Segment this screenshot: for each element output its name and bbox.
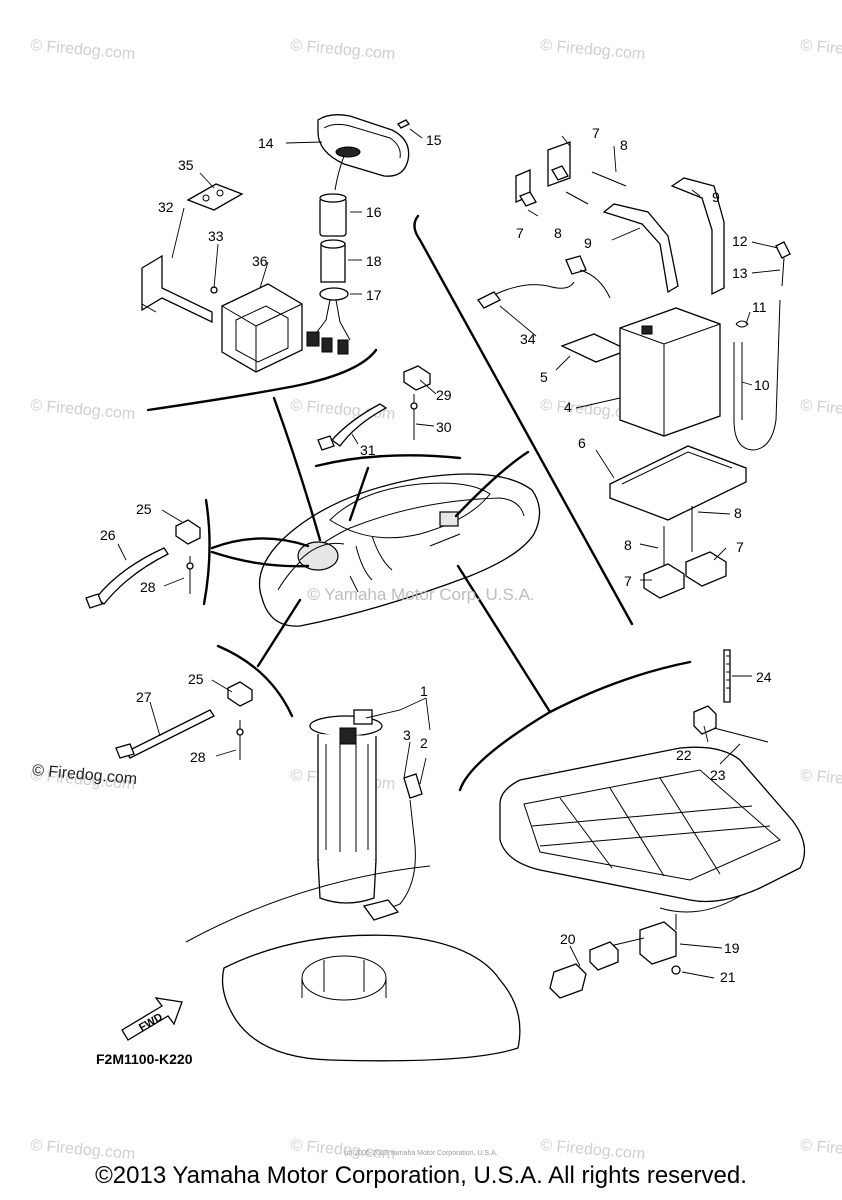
callout-11: 11: [752, 299, 767, 315]
callout-15: 15: [426, 132, 442, 148]
meter-unit-group: [141, 114, 410, 412]
callout-labels: 1 2 3 4 5 6 7 7 7 7 8 8 8 8 9 9 10 11 12…: [100, 125, 772, 1034]
fastener-group-25-28: [85, 519, 201, 609]
callout-31: 31: [360, 442, 376, 458]
callout-7d: 7: [624, 573, 632, 589]
callout-22: 22: [676, 747, 692, 763]
callout-4: 4: [564, 399, 572, 415]
watermark-text: © Firedog.com: [800, 767, 842, 793]
watermark-text: © Firedog.com: [540, 37, 646, 63]
callout-30: 30: [436, 419, 452, 435]
connection-lines: [202, 396, 552, 714]
callout-8b: 8: [554, 225, 562, 241]
callout-9a: 9: [712, 189, 720, 205]
callout-3: 3: [403, 727, 411, 743]
leader-lines: [117, 128, 781, 979]
callout-8a: 8: [620, 137, 628, 153]
callout-33: 33: [208, 228, 224, 244]
callout-8d: 8: [624, 537, 632, 553]
callout-25b: 25: [188, 671, 204, 687]
callout-17: 17: [366, 287, 382, 303]
fastener-group-lower: [115, 644, 294, 760]
fuel-pump-group: [121, 709, 521, 1062]
callout-34: 34: [520, 331, 536, 347]
callout-16: 16: [366, 204, 382, 220]
fastener-group-29-31: [314, 365, 462, 468]
hull-bottom-group: [458, 649, 806, 999]
callout-8c: 8: [734, 505, 742, 521]
tiny-copyright: (c) 2005-2013 Yamaha Motor Corporation, …: [344, 1150, 498, 1157]
drawing-code: F2M1100-K220: [96, 1051, 193, 1067]
callout-26: 26: [100, 527, 116, 543]
callout-7a: 7: [592, 125, 600, 141]
callout-28b: 28: [190, 749, 206, 765]
watercraft-illustration: [258, 473, 541, 627]
watermark-text: © Firedog.com: [290, 37, 396, 63]
callout-20: 20: [560, 931, 576, 947]
callout-13: 13: [732, 265, 748, 281]
center-watermark: © Yamaha Motor Corp. U.S.A.: [307, 585, 535, 604]
callout-36: 36: [252, 253, 268, 269]
watermark-text: © Firedog.com: [30, 397, 136, 423]
callout-6: 6: [578, 435, 586, 451]
watermark-text: © Firedog.com: [30, 37, 136, 63]
callout-24: 24: [756, 669, 772, 685]
fwd-label: FWD: [137, 1011, 165, 1034]
watermark-text: © Firedog.com: [800, 37, 842, 63]
callout-2: 2: [420, 735, 428, 751]
callout-32: 32: [158, 199, 174, 215]
callout-35: 35: [178, 157, 194, 173]
watermark-text: © Firedog.com: [800, 397, 842, 423]
callout-12: 12: [732, 233, 748, 249]
callout-28a: 28: [140, 579, 156, 595]
callout-7c: 7: [736, 539, 744, 555]
callout-21: 21: [720, 969, 736, 985]
callout-29: 29: [436, 387, 452, 403]
callout-10: 10: [754, 377, 770, 393]
battery-group: [413, 141, 791, 626]
callout-27: 27: [136, 689, 152, 705]
callout-5: 5: [540, 369, 548, 385]
callout-25a: 25: [136, 501, 152, 517]
callout-9b: 9: [584, 235, 592, 251]
callout-23: 23: [710, 767, 726, 783]
callout-18: 18: [366, 253, 382, 269]
footer-copyright: ©2013 Yamaha Motor Corporation, U.S.A. A…: [95, 1162, 747, 1189]
callout-7b: 7: [516, 225, 524, 241]
callout-19: 19: [724, 940, 740, 956]
callout-14: 14: [258, 135, 274, 151]
callout-1: 1: [420, 683, 428, 699]
